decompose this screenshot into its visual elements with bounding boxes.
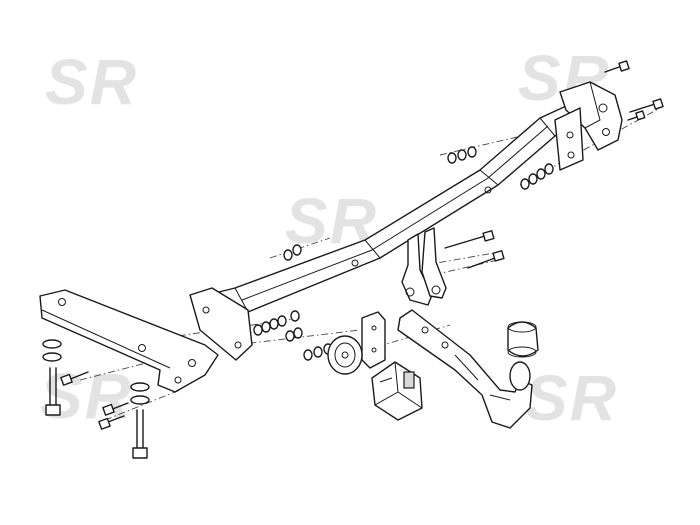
electrical-socket [371,361,423,421]
watermark-bottom-left: SR [40,360,133,432]
left-bracket [39,287,253,393]
center-mount [401,227,505,306]
tow-ball-cap [507,321,539,358]
socket-plate [327,311,386,375]
nuts-right [447,146,554,190]
crossbar [194,101,589,321]
tow-ball-neck [397,309,533,429]
watermark-top-left: SR [45,46,138,118]
watermark-bottom-right: SR [525,362,618,434]
right-bracket [554,60,664,171]
left-bolts [42,339,150,459]
nuts-left [253,244,333,361]
